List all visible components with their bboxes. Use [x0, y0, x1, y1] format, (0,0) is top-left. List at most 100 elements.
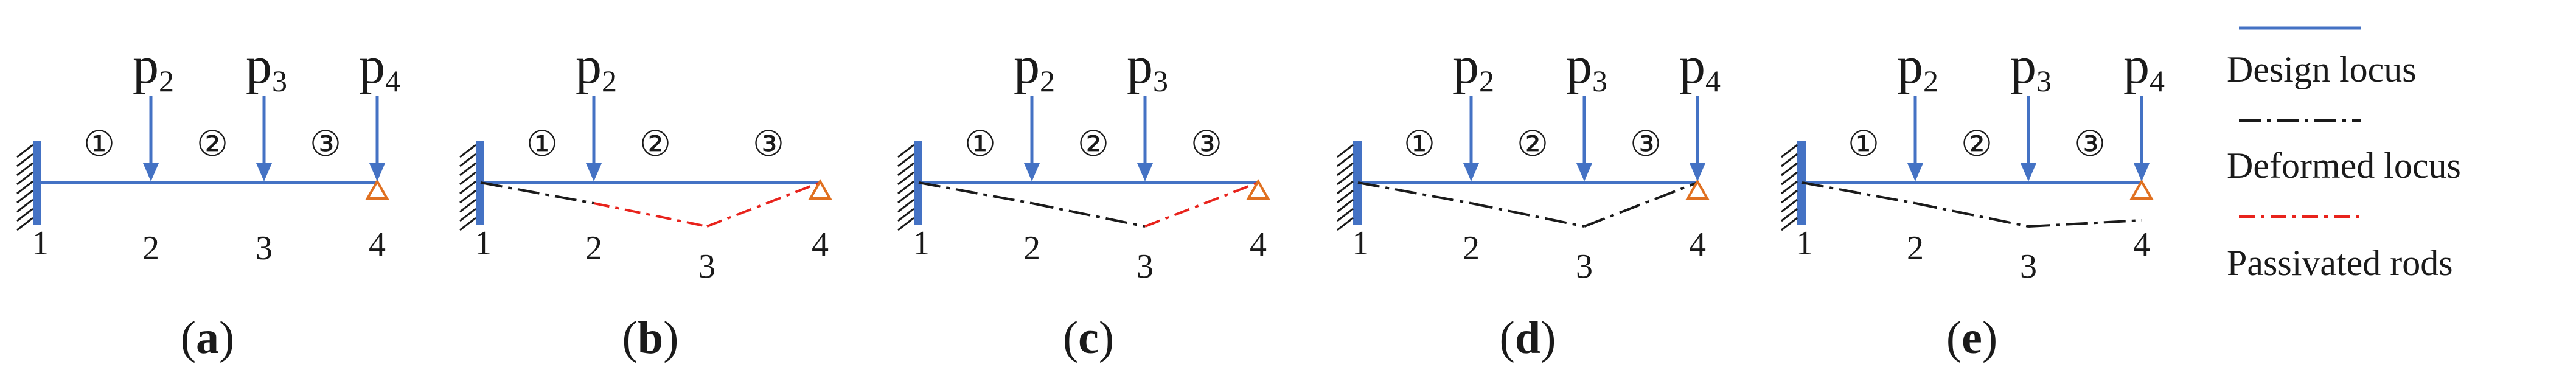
arrow-down-icon — [1690, 163, 1705, 181]
rod-label: ② — [1077, 124, 1109, 164]
load-label: p2 — [576, 36, 617, 98]
fixed-support — [459, 141, 484, 231]
rod-label: ① — [964, 124, 996, 164]
load-p3: p3 — [2010, 36, 2052, 181]
node-label: 3 — [2020, 248, 2037, 285]
node-label: 1 — [32, 225, 49, 262]
rod-label: ② — [197, 124, 228, 164]
node-label: 3 — [256, 229, 273, 267]
fixed-support — [897, 141, 922, 231]
arrow-down-icon — [2021, 163, 2036, 181]
node-label: 4 — [1250, 226, 1267, 264]
load-p3: p3 — [246, 36, 287, 181]
panel-caption: (d) — [1500, 312, 1556, 363]
node-label: 4 — [2133, 226, 2150, 264]
node-label: 2 — [142, 229, 159, 267]
node-label: 2 — [1023, 229, 1040, 267]
panel-caption: (b) — [622, 312, 679, 363]
deformed-segment — [1584, 181, 1698, 228]
legend-item-deformed: Deformed locus — [2227, 119, 2461, 186]
fixed-support — [16, 141, 41, 231]
arrow-down-icon — [586, 163, 602, 181]
legend-label: Design locus — [2227, 49, 2417, 89]
load-p4: p4 — [2123, 36, 2165, 181]
passivated-segment — [593, 202, 708, 228]
load-label: p4 — [2123, 36, 2165, 98]
node-label: 2 — [585, 229, 602, 267]
rod-label: ③ — [310, 124, 341, 164]
panel-caption: (c) — [1063, 312, 1114, 363]
pin-support-icon — [2129, 178, 2154, 200]
node-label: 3 — [1576, 248, 1593, 285]
node-label: 4 — [812, 226, 829, 264]
rod-label: ③ — [1191, 124, 1222, 164]
arrow-down-icon — [1463, 163, 1479, 181]
panel-caption: (e) — [1946, 312, 1997, 363]
deformed-segment — [1471, 202, 1585, 228]
deformed-segment — [1357, 181, 1472, 204]
rod-label: ① — [526, 124, 558, 164]
load-label: p3 — [246, 36, 287, 98]
arrow-down-icon — [1024, 163, 1040, 181]
arrow-down-icon — [1576, 163, 1592, 181]
load-p4: p4 — [359, 36, 400, 181]
legend-label: Passivated rods — [2227, 243, 2453, 283]
fixed-support — [1781, 141, 1806, 231]
node-label: 1 — [1352, 225, 1369, 262]
rod-label: ② — [1517, 124, 1548, 164]
rod-label: ① — [83, 124, 115, 164]
deformed-segment — [1915, 202, 2029, 228]
load-label: p4 — [359, 36, 400, 98]
rod-label: ② — [639, 124, 671, 164]
rod-label: ① — [1848, 124, 1879, 164]
rod-label: ① — [1404, 124, 1435, 164]
load-label: p2 — [1897, 36, 1938, 98]
legend-item-design: Design locus — [2227, 26, 2417, 89]
node-label: 4 — [1689, 226, 1706, 264]
panel-b: p2 ① ② ③ 1 2 3 4 (b) — [459, 36, 832, 363]
node-label: 4 — [369, 226, 386, 264]
node-label: 2 — [1907, 229, 1924, 267]
panel-d: p2 p3 p4 ① ② ③ 1 2 3 4 (d) — [1337, 36, 1721, 363]
node-label: 3 — [1137, 248, 1154, 285]
legend-label: Deformed locus — [2227, 145, 2461, 186]
arrow-down-icon — [256, 163, 272, 181]
deformed-segment — [1801, 181, 1916, 204]
load-p4: p4 — [1679, 36, 1721, 181]
load-label: p3 — [1566, 36, 1607, 98]
node-label: 1 — [475, 225, 492, 262]
load-p2: p2 — [1453, 36, 1494, 181]
arrow-down-icon — [143, 163, 159, 181]
load-label: p4 — [1679, 36, 1721, 98]
arrow-down-icon — [369, 163, 385, 181]
deformed-segment — [1031, 202, 1146, 228]
deformed-segment — [2028, 219, 2142, 228]
passivated-segment — [706, 181, 821, 228]
deformed-segment — [480, 181, 594, 204]
load-label: p3 — [1127, 36, 1168, 98]
load-p2: p2 — [576, 36, 617, 181]
deformed-segment — [918, 181, 1032, 204]
rod-label: ③ — [2074, 124, 2106, 164]
rod-label: ③ — [753, 124, 784, 164]
pin-support-icon — [1246, 178, 1270, 200]
node-label: 2 — [1463, 229, 1480, 267]
load-p3: p3 — [1566, 36, 1607, 181]
load-label: p2 — [1014, 36, 1055, 98]
panel-caption: (a) — [181, 312, 235, 363]
arrow-down-icon — [1137, 163, 1153, 181]
pin-support-icon — [808, 178, 832, 200]
panels: p2 p3 p4 ① ② ③ 1 2 3 4 (a) p2 ① ② ③ 1 2 3 4 (b) p2 p3 ① ② ③ 1 2 3 4 (… — [16, 36, 2165, 363]
load-label: p2 — [1453, 36, 1494, 98]
load-label: p3 — [2010, 36, 2052, 98]
rod-label: ② — [1961, 124, 1993, 164]
arrow-down-icon — [2134, 163, 2150, 181]
load-p2: p2 — [133, 36, 174, 181]
node-label: 3 — [698, 248, 715, 285]
rod-label: ③ — [1630, 124, 1662, 164]
pin-support-icon — [365, 178, 389, 200]
node-label: 1 — [1796, 225, 1813, 262]
